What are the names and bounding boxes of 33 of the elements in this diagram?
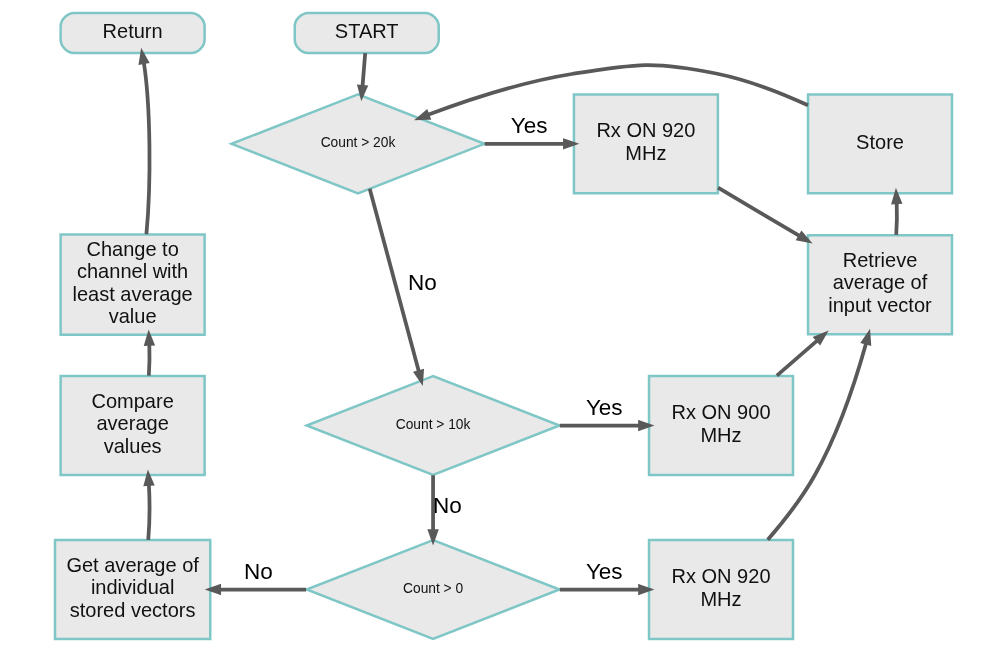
arrow [367, 188, 425, 386]
edge-label: Yes [585, 558, 623, 584]
arrow [204, 583, 307, 596]
arrow [717, 186, 813, 244]
arrow [138, 47, 152, 235]
arrow [143, 469, 155, 540]
arrow [427, 475, 439, 546]
edge-label: No [244, 558, 273, 584]
edge-label: No [408, 270, 437, 296]
edge-label: Yes [585, 394, 623, 420]
arrow [559, 419, 655, 432]
edge-label: Yes [510, 113, 548, 139]
arrow [356, 53, 369, 102]
node-diamond: Count > 0 [303, 538, 563, 641]
arrow [559, 583, 655, 596]
node-box: Rx ON 920 MHz [572, 93, 720, 195]
node-box: Rx ON 920 MHz [647, 538, 795, 641]
node-box: Get average of individual stored vectors [53, 538, 212, 641]
node-box: Retrieve average of input vector [806, 234, 954, 336]
arrow [891, 187, 903, 235]
arrow [143, 329, 156, 376]
node-box: Return [59, 11, 206, 55]
node-box: Rx ON 900 MHz [647, 374, 795, 477]
node-box: START [293, 11, 440, 55]
node-diamond: Count > 20k [228, 93, 488, 195]
arrow [766, 328, 872, 542]
arrow [484, 138, 580, 150]
arrow [414, 63, 809, 121]
node-box: Store [806, 93, 954, 195]
node-box: Compare average values [59, 374, 206, 477]
arrow [775, 330, 829, 378]
node-box: Change to channel with least average value [59, 233, 206, 336]
node-diamond: Count > 10k [303, 374, 563, 477]
